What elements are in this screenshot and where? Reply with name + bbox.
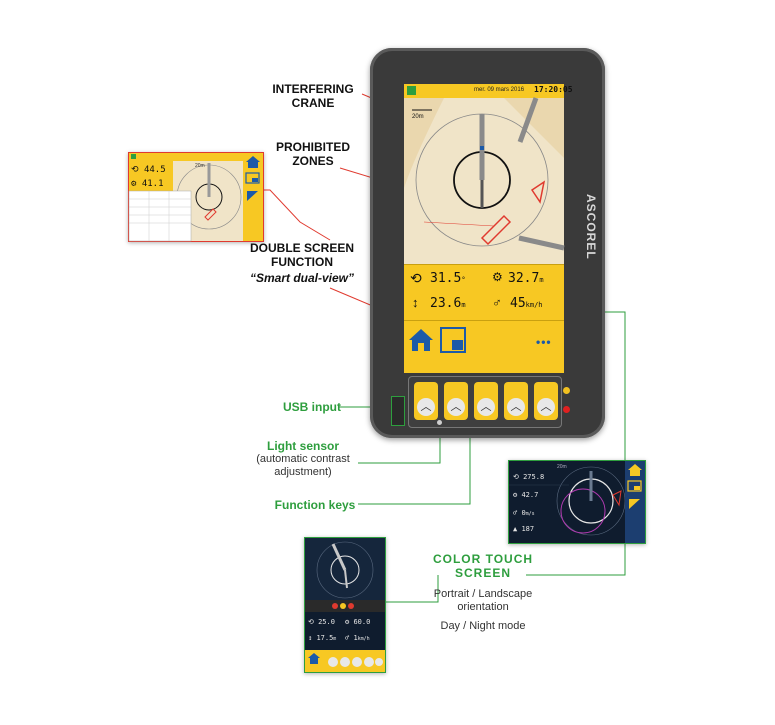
night-other: ▲ 187 <box>513 525 535 533</box>
map-view[interactable]: 20m <box>404 97 565 264</box>
dual-view-thumbnail: ⟲ 44.5 ⚙ 41.1 20m <box>128 152 264 242</box>
double-screen-thumb-leader <box>255 189 331 241</box>
function-keys-leader <box>358 426 471 505</box>
light-sensor-label: Light sensor (automatic contrast adjustm… <box>256 439 350 478</box>
chevron-up-icon: ︿ <box>507 398 525 416</box>
chevron-up-icon: ︿ <box>537 398 555 416</box>
wind-icon: ♂ <box>492 295 502 310</box>
brand-logo: ASCOREL <box>584 194 598 260</box>
chevron-up-icon: ︿ <box>477 398 495 416</box>
main-screen[interactable]: mer. 09 mars 2016 17:20:05 20m ⟲ 31.5° ⚙… <box>404 84 573 373</box>
night-scale: 20m <box>557 464 567 470</box>
scale-label: 20m <box>412 114 424 120</box>
portrait-slew: ⟲ 25.0 <box>308 618 335 626</box>
light-sensor <box>437 420 442 425</box>
prohibited-zone-1 <box>480 214 512 246</box>
night-mode-thumbnail: 20m ⟲ 275.8 ⚙ 42.7 ♂ 0m/s ▲ 187 <box>508 460 646 544</box>
light-sensor-leader <box>358 426 441 464</box>
status-led-red <box>563 406 570 413</box>
dual-view-icon[interactable] <box>440 327 466 353</box>
status-led-yellow <box>563 387 570 394</box>
radius-icon: ↕ <box>412 295 419 310</box>
bottom-toolbar: ••• <box>404 320 564 373</box>
dual-scale: 20m <box>195 163 205 169</box>
more-icon[interactable]: ••• <box>536 335 552 349</box>
prohibited-zone-2 <box>530 180 546 204</box>
crane-map: 20m <box>404 97 565 251</box>
slew-icon: ⟲ <box>410 270 422 286</box>
function-keys-label: Function keys <box>274 498 356 512</box>
dual-load: ⚙ 41.1 <box>131 179 164 189</box>
chevron-up-icon: ︿ <box>447 398 465 416</box>
usb-input-label: USB input <box>283 400 341 414</box>
portrait-thumb-leader <box>384 575 439 603</box>
function-key-2[interactable]: ︿ <box>444 382 468 420</box>
portrait-load: ⚙ 60.0 <box>345 618 371 626</box>
function-key-5[interactable]: ︿ <box>534 382 558 420</box>
interfering-crane-jib <box>517 97 539 143</box>
status-bar: mer. 09 mars 2016 17:20:05 <box>404 84 573 98</box>
night-slew: ⟲ 275.8 <box>513 473 545 481</box>
portrait-radius: ↕ 17.5m <box>308 634 337 642</box>
slew-value: 31.5° <box>430 271 466 286</box>
lock-icon <box>407 86 416 95</box>
color-touch-label: COLOR TOUCH SCREEN Portrait / Landscape … <box>432 552 534 632</box>
function-key-bar: ︿ ︿ ︿ ︿ ︿ <box>408 376 562 428</box>
portrait-thumbnail: ⟲ 25.0 ⚙ 60.0 ↕ 17.5m ♂ 1km/h <box>304 537 386 673</box>
portrait-wind: ♂ 1km/h <box>345 634 370 642</box>
wind-value: 45km/h <box>510 296 543 311</box>
usb-port[interactable] <box>391 396 405 426</box>
status-time: 17:20:05 <box>534 85 573 94</box>
chevron-up-icon: ︿ <box>417 398 435 416</box>
function-key-1[interactable]: ︿ <box>414 382 438 420</box>
interfering-crane-jib-2 <box>518 235 565 251</box>
data-panel: ⟲ 31.5° ⚙ 32.7m ↕ 23.6m ♂ 45km/h <box>404 264 564 319</box>
color-screen-leader <box>526 540 626 576</box>
night-wind: ♂ 0m/s <box>513 509 535 517</box>
interfering-crane-label: INTERFERING CRANE <box>272 82 354 110</box>
load-value: 32.7m <box>508 271 544 286</box>
night-load: ⚙ 42.7 <box>513 491 539 499</box>
home-icon[interactable] <box>408 327 434 353</box>
prohibited-zones-label: PROHIBITED ZONES <box>275 140 350 168</box>
function-key-3[interactable]: ︿ <box>474 382 498 420</box>
radius-value: 23.6m <box>430 296 466 311</box>
dual-slew: ⟲ 44.5 <box>131 165 166 175</box>
function-key-4[interactable]: ︿ <box>504 382 528 420</box>
status-date: mer. 09 mars 2016 <box>474 87 525 93</box>
load-icon: ⚙ <box>492 270 503 284</box>
double-screen-label: DOUBLE SCREEN FUNCTION “Smart dual-view” <box>249 241 355 285</box>
